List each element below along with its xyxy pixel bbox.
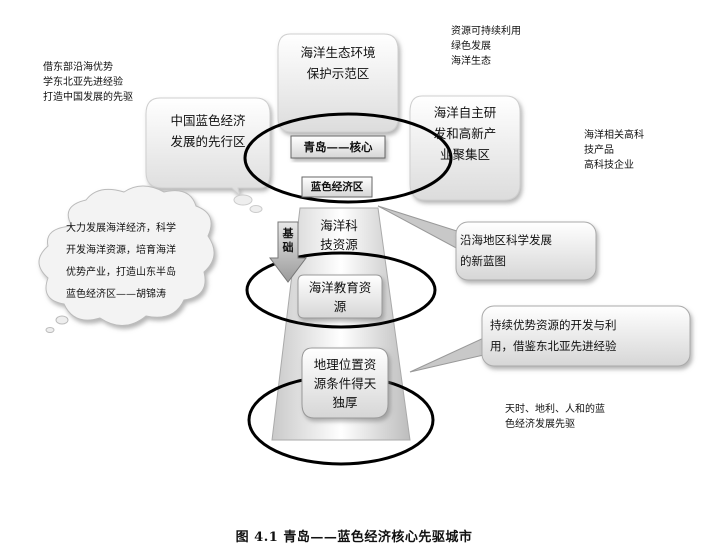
cloud-left-label: 中国蓝色经济 发展的先行区	[170, 113, 246, 149]
note-top-left: 借东部沿海优势 学东北亚先进经验 打造中国发展的先驱	[43, 62, 133, 103]
core-subtitle: 蓝色经济区	[310, 180, 364, 193]
foundation-label: 基 础	[282, 227, 294, 254]
core-title-box	[290, 135, 386, 159]
cloud-right-shape	[409, 95, 521, 201]
core-ring	[243, 112, 453, 204]
callout2-pointer	[409, 335, 489, 373]
level1-label: 海洋科 技资源	[320, 218, 358, 252]
note-bottom-right: 天时、地利、人和的蓝 色经济发展先驱	[505, 404, 605, 430]
note-top-right: 资源可持续利用 绿色发展 海洋生态	[451, 26, 521, 67]
cloud-top-label: 海洋生态环境 保护示范区	[300, 45, 376, 81]
figure-caption: 图 4.1 青岛——蓝色经济核心先驱城市	[235, 530, 473, 545]
level3-box	[301, 347, 389, 419]
callout1-text: 沿海地区科学发展 的新蓝图	[460, 233, 552, 268]
thought-bubble-1	[55, 315, 69, 325]
core-title: 青岛——核心	[303, 139, 373, 154]
cloud-top-shape	[277, 33, 399, 133]
callout1-box	[455, 221, 597, 281]
level3-label: 地理位置资 源条件得天 独厚	[313, 356, 377, 410]
thought-cloud-shape	[38, 185, 215, 326]
callout2-box	[481, 305, 691, 367]
level2-box	[297, 274, 383, 319]
foundation-arrow	[269, 221, 307, 283]
cloud-left-bubble-2	[249, 205, 263, 213]
callout1-pointer	[377, 205, 461, 251]
cloud-left-bubble-1	[233, 194, 253, 206]
callout2-text: 持续优势资源的开发与利 用，借鉴东北亚先进经验	[490, 318, 617, 353]
note-right-mid: 海洋相关高科 技产品 高科技企业	[584, 130, 644, 171]
thought-cloud-text: 大力发展海洋经济，科学 开发海洋资源，培育海洋 优势产业，打造山东半岛 蓝色经济…	[66, 223, 176, 300]
cloud-left-shape	[145, 97, 271, 198]
thought-bubble-2	[45, 327, 55, 333]
level2-label: 海洋教育资 源	[308, 279, 372, 314]
cloud-right-label: 海洋自主研 发和高新产 业聚集区	[433, 104, 497, 162]
core-subtitle-box	[301, 176, 373, 198]
middle-ring	[245, 251, 437, 329]
